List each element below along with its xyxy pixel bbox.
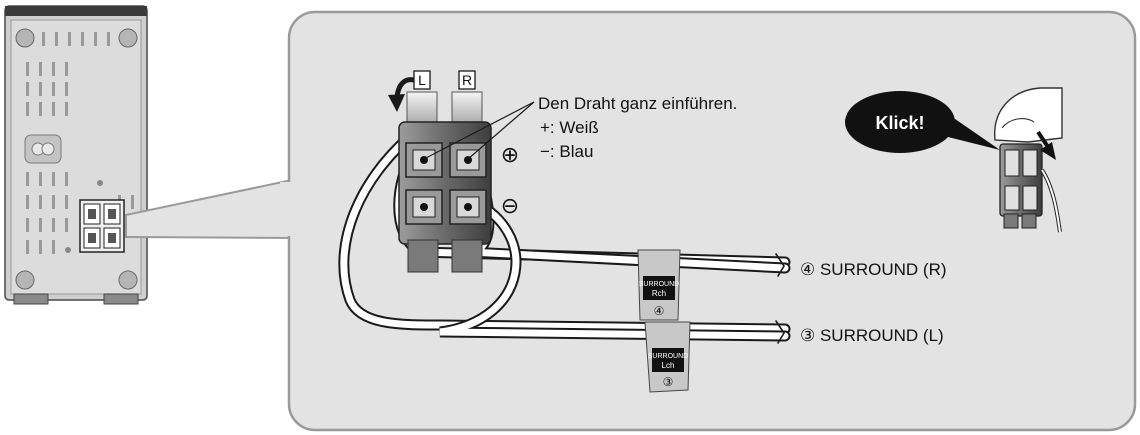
cable-label-surround-r: ④ SURROUND (R) xyxy=(800,260,947,279)
terminal-minus-left xyxy=(405,189,443,225)
tag-r-line2: Rch xyxy=(652,289,666,298)
klick-callout: Klick! xyxy=(845,91,1000,153)
tag-l-line2: Lch xyxy=(662,361,675,370)
instruction-text: Den Draht ganz einführen. +: Weiß −: Bla… xyxy=(538,94,737,161)
tag-l-number: ③ xyxy=(663,375,674,389)
cable-tag-l: SURROUND Lch ③ xyxy=(644,321,691,393)
tag-r-number: ④ xyxy=(654,304,665,318)
leader-lines xyxy=(423,101,535,160)
terminal-label-right: R xyxy=(462,72,472,88)
polarity-plus-icon: ⊕ xyxy=(501,142,519,167)
polarity-minus-icon: ⊖ xyxy=(501,193,519,218)
terminal-minus-right xyxy=(449,189,487,225)
klick-text: Klick! xyxy=(875,113,924,133)
cable-label-surround-l: ③ SURROUND (L) xyxy=(800,326,944,345)
unit-terminal-block xyxy=(79,199,125,253)
instruction-main: Den Draht ganz einführen. xyxy=(538,94,737,113)
zoom-callout-panel xyxy=(125,10,1137,432)
terminal-label-left: L xyxy=(418,72,426,88)
instruction-minus: −: Blau xyxy=(540,142,593,161)
terminal-plus-left xyxy=(405,142,443,178)
cable-tag-r: SURROUND Rch ④ xyxy=(637,249,681,321)
instruction-plus: +: Weiß xyxy=(540,118,599,137)
terminal-block: L R ⊕ ⊖ xyxy=(388,70,519,273)
speaker-unit xyxy=(4,5,148,305)
hand-press-illustration xyxy=(994,87,1063,233)
tag-l-line1: SURROUND xyxy=(648,353,688,360)
tag-r-line1: SURROUND xyxy=(639,281,679,288)
